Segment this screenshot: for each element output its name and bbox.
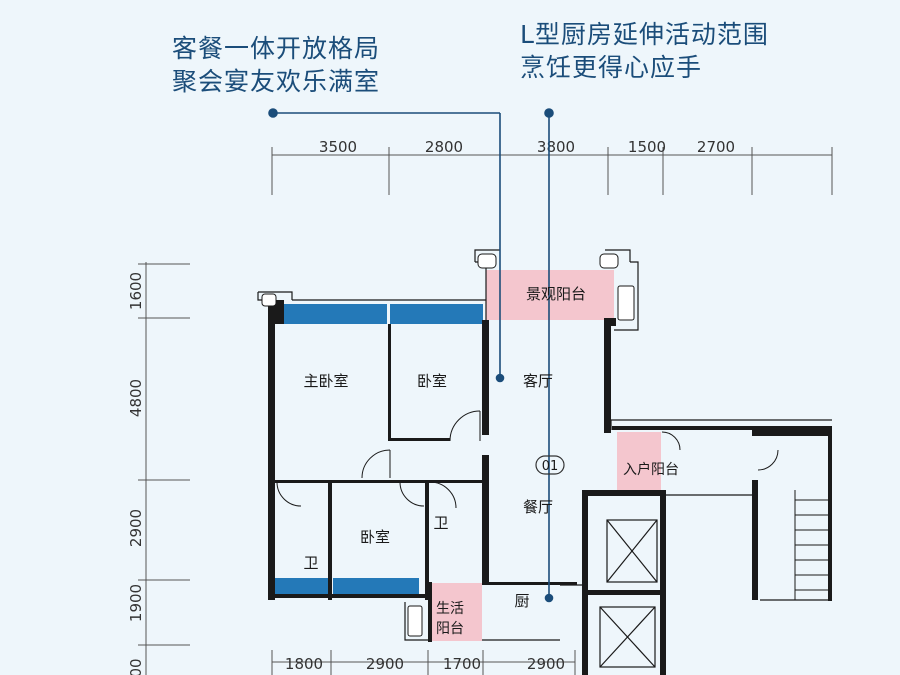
- dim-bottom-3: 1700: [443, 655, 481, 673]
- dim-left-1: 1600: [127, 272, 145, 310]
- top-dimension-labels: 3500 2800 3800 1500 2700: [319, 138, 735, 156]
- window-bath: [268, 578, 330, 596]
- window-bedroom: [390, 304, 483, 324]
- callout-left-line1: 客餐一体开放格局: [172, 34, 381, 63]
- kitchen-callout: L型厨房延伸活动范围 烹饪更得心应手: [520, 18, 769, 84]
- utility-balcony-label-2: 阳台: [436, 621, 464, 637]
- columns: [261, 253, 635, 637]
- doors: [276, 410, 779, 509]
- left-dimension-labels: 1600 4800 2900 1900 00: [127, 272, 145, 675]
- window-bedroom-2: [333, 578, 419, 596]
- unit-number-label: 01: [542, 459, 559, 474]
- dim-top-4: 1500: [628, 138, 666, 156]
- stairs: [794, 490, 832, 600]
- entry-balcony-area: [617, 432, 661, 492]
- utility-balcony-label-1: 生活: [436, 601, 464, 617]
- open-layout-callout: 客餐一体开放格局 聚会宴友欢乐满室: [172, 32, 380, 98]
- dim-bottom-2: 2900: [366, 655, 404, 673]
- utility-balcony-area: [430, 583, 482, 641]
- unit-number-badge: [535, 455, 565, 475]
- dining-room-label: 餐厅: [523, 498, 553, 516]
- dim-top-2: 2800: [425, 138, 463, 156]
- dim-top-5: 2700: [697, 138, 735, 156]
- bottom-dimension-chain: [271, 650, 576, 675]
- living-room-label: 客厅: [523, 372, 553, 390]
- left-dimension-chain: [138, 262, 190, 675]
- kitchen-label: 厨: [514, 592, 529, 610]
- dim-top-1: 3500: [319, 138, 357, 156]
- thin-outlines: [257, 249, 832, 641]
- dim-left-5: 00: [127, 658, 145, 675]
- dim-left-3: 2900: [127, 509, 145, 547]
- callout-pointers: [268, 108, 554, 603]
- view-balcony-label: 景观阳台: [526, 285, 586, 303]
- dim-left-2: 4800: [127, 379, 145, 417]
- bottom-dimension-labels: 1800 2900 1700 2900: [285, 655, 565, 673]
- entry-balcony-label: 入户阳台: [623, 461, 679, 478]
- room-labels: 主卧室 卧室 客厅 01 餐厅 卧室 卫 卫 厨 景观阳台 入户阳台 生活 阳台: [303, 285, 679, 637]
- bedroom-2-label: 卧室: [360, 528, 390, 546]
- master-bedroom-label: 主卧室: [303, 372, 348, 390]
- bathroom-1-label: 卫: [433, 514, 448, 532]
- dim-left-4: 1900: [127, 584, 145, 622]
- window-master-bedroom: [282, 304, 387, 324]
- walls: [268, 300, 832, 675]
- callout-right-line2: 烹饪更得心应手: [520, 53, 703, 82]
- bathroom-2-label: 卫: [303, 554, 318, 572]
- bedroom-1-label: 卧室: [417, 372, 447, 390]
- top-dimension-chain: [271, 147, 833, 195]
- dim-top-3: 3800: [537, 138, 575, 156]
- callout-left-line2: 聚会宴友欢乐满室: [172, 67, 381, 96]
- dim-bottom-1: 1800: [285, 655, 323, 673]
- callout-right-line1: L型厨房延伸活动范围: [520, 20, 769, 49]
- dim-bottom-4: 2900: [527, 655, 565, 673]
- view-balcony-area: [486, 270, 614, 320]
- elevator-shafts: [599, 519, 658, 668]
